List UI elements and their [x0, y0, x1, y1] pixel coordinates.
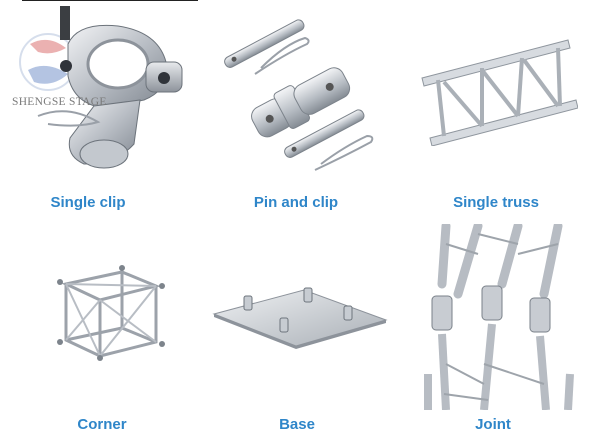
single-clip-image [8, 4, 198, 180]
pin-and-clip-label: Pin and clip [253, 194, 339, 211]
corner-image [48, 262, 172, 362]
single-truss-label: Single truss [453, 194, 539, 211]
watermark-text: SHENGSE STAGE [12, 96, 107, 108]
base-image [210, 280, 390, 350]
brand-logo [19, 33, 77, 91]
single-truss-image [418, 36, 579, 147]
top-rule [22, 0, 198, 1]
joint-label: Joint [475, 416, 511, 433]
pin-and-clip-image [215, 10, 395, 180]
joint-image [418, 221, 582, 411]
base-label: Base [279, 416, 315, 433]
single-clip-label: Single clip [50, 194, 126, 211]
corner-label: Corner [77, 416, 127, 433]
